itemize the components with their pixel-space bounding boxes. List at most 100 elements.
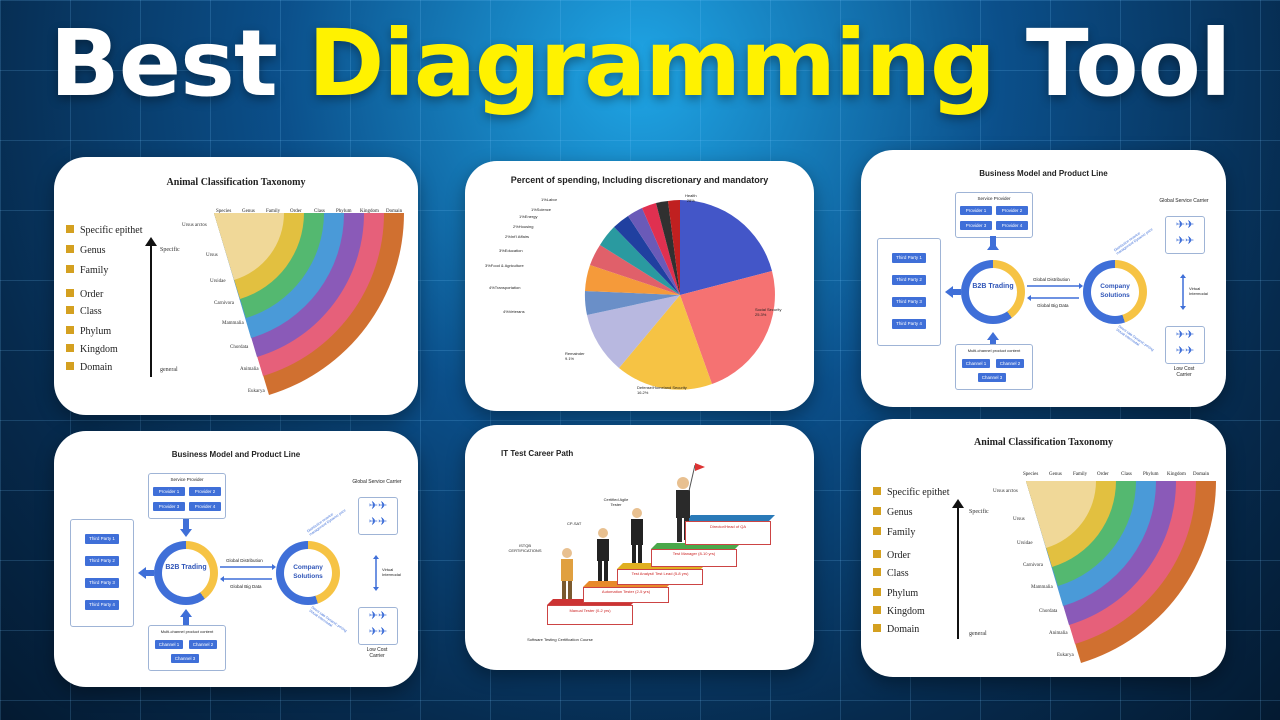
business-model-card-top[interactable]: Business Model and Product Line Service … [861, 150, 1226, 407]
third-party-button[interactable]: Third Party 1 [85, 534, 119, 544]
third-party-button[interactable]: Third Party 1 [892, 253, 926, 263]
b2b-ring: B2B Trading [961, 260, 1025, 324]
pie-title: Percent of spending, Including discretio… [510, 175, 769, 185]
provider-button[interactable]: Provider 3 [960, 221, 992, 230]
channel-button[interactable]: Channel 2 [189, 640, 217, 649]
specific-label: Specific [969, 509, 989, 515]
business-title: Business Model and Product Line [171, 450, 301, 459]
column-header: Genus [242, 209, 255, 214]
provider-button[interactable]: Provider 1 [960, 206, 992, 215]
third-party-button[interactable]: Third Party 3 [892, 297, 926, 307]
row-label: Carnivora [1023, 563, 1043, 568]
channel-button[interactable]: Channel 3 [978, 373, 1006, 382]
provider-button[interactable]: Provider 4 [996, 221, 1028, 230]
specificity-arrow [145, 237, 157, 377]
low-cost-carrier-box: ✈✈✈✈ [358, 607, 398, 645]
provider-button[interactable]: Provider 2 [189, 487, 221, 496]
provider-button[interactable]: Provider 3 [153, 502, 185, 511]
column-header: Domain [386, 209, 403, 214]
plane-icon: ✈ [378, 500, 388, 512]
rank-item: Genus [66, 245, 106, 256]
pie-slice-remainder [587, 295, 680, 368]
channel-button[interactable]: Channel 1 [155, 640, 183, 649]
third-party-button[interactable]: Third Party 2 [892, 275, 926, 285]
rank-item: Specific epithet [873, 487, 949, 498]
pie-chart [584, 199, 775, 390]
company-label: Company Solutions [284, 549, 332, 597]
pie-slice-education [600, 227, 680, 295]
pie-slice-transportation [585, 265, 680, 295]
career-label: Software Testing Certification Course [527, 637, 593, 642]
pie-slice-veterans [584, 291, 680, 315]
rank-item: Family [66, 265, 108, 276]
taxonomy-fan [1026, 481, 1216, 663]
global-carrier-box: ✈✈✈✈ [358, 497, 398, 535]
taxonomy-card-top[interactable]: Animal Classification Taxonomy Specific … [54, 157, 418, 415]
pie-label-labor: 1%Labor [541, 197, 558, 202]
global-big-data-label: Global Big Data [230, 584, 262, 589]
pie-slice-science [656, 201, 680, 295]
low-cost-carrier-box: ✈✈✈✈ [1165, 326, 1205, 364]
taxonomy-fan [214, 213, 405, 395]
flow-arrows [138, 519, 379, 625]
third-party-button[interactable]: Third Party 3 [85, 578, 119, 588]
row-label: Ursus [1013, 517, 1025, 522]
third-party-button[interactable]: Third Party 4 [85, 600, 119, 610]
pie-label-food: 3%Food & Agriculture [485, 263, 524, 268]
general-label: general [160, 367, 178, 373]
career-step: Director/Head of QA [685, 521, 771, 545]
taxonomy-card-bottom[interactable]: Animal Classification Taxonomy Specific … [861, 419, 1226, 677]
provider-button[interactable]: Provider 1 [153, 487, 185, 496]
row-label: Chordata [1039, 609, 1058, 614]
specificity-arrow [952, 499, 964, 639]
service-provider-box: Service Provider Provider 1 Provider 2 P… [148, 473, 226, 519]
plane-icon: ✈ [1175, 329, 1185, 341]
b2b-label: B2B Trading [162, 549, 210, 597]
career-step: Test Analyst/ Test Lead (5-8 yrs) [617, 569, 703, 585]
third-party-box: Third Party 1 Third Party 2 Third Party … [877, 238, 941, 346]
career-path-card[interactable]: IT Test Career Path Manual Tester (0-2 y… [465, 425, 814, 670]
spending-pie-card[interactable]: Percent of spending, Including discretio… [465, 161, 814, 411]
business-model-card-bottom[interactable]: Business Model and Product Line Service … [54, 431, 418, 687]
rank-item: Class [66, 306, 102, 317]
global-service-carrier-label: Global Service Carrier [352, 479, 402, 485]
rank-item: Phylum [873, 588, 918, 599]
rank-item: Kingdom [873, 606, 925, 617]
column-header: Species [216, 209, 232, 214]
headline-word-diagramming: Diagramming [307, 10, 996, 117]
channel-button[interactable]: Channel 3 [171, 654, 199, 663]
plane-icon: ✈ [1185, 219, 1195, 231]
channel-button[interactable]: Channel 2 [996, 359, 1024, 368]
column-header: Kingdom [360, 209, 379, 214]
pie-slice-intl [614, 216, 680, 295]
business-title: Business Model and Product Line [979, 169, 1108, 178]
channel-button[interactable]: Channel 1 [962, 359, 990, 368]
global-carrier-box: ✈✈✈✈ [1165, 216, 1205, 254]
plane-icon: ✈ [1175, 345, 1185, 357]
third-party-button[interactable]: Third Party 4 [892, 319, 926, 329]
company-ring: Company Solutions [1083, 260, 1147, 324]
third-party-button[interactable]: Third Party 2 [85, 556, 119, 566]
pie-label-transportation: 4%Transportation [489, 285, 521, 290]
company-label: Company Solutions [1091, 268, 1139, 316]
provider-button[interactable]: Provider 4 [189, 502, 221, 511]
column-header: Family [1073, 472, 1088, 477]
b2b-ring: B2B Trading [154, 541, 218, 605]
career-step: Manual Tester (0-2 yrs) [547, 605, 633, 625]
career-label: CP-SAT [567, 521, 582, 526]
flow-arrows [945, 236, 1186, 344]
service-provider-box: Service Provider Provider 1 Provider 2 P… [955, 192, 1033, 238]
career-step: Test Manager (8-10 yrs) [651, 549, 737, 567]
pie-slice-housing [628, 208, 680, 295]
career-step: Automation Tester (2-5 yrs) [583, 587, 669, 603]
provider-button[interactable]: Provider 2 [996, 206, 1028, 215]
pie-slice-food [590, 245, 680, 295]
row-label: Ursus arctos [182, 223, 207, 228]
row-label: Animalia [1049, 631, 1068, 636]
row-label: Ursus [206, 253, 218, 258]
taxonomy-title: Animal Classification Taxonomy [974, 437, 1113, 448]
rank-item: Phylum [66, 326, 111, 337]
column-header: Phylum [1143, 472, 1159, 477]
virtual-intermodal-label: Virtual Intermodal [1189, 286, 1208, 296]
column-header: Genus [1049, 472, 1062, 477]
